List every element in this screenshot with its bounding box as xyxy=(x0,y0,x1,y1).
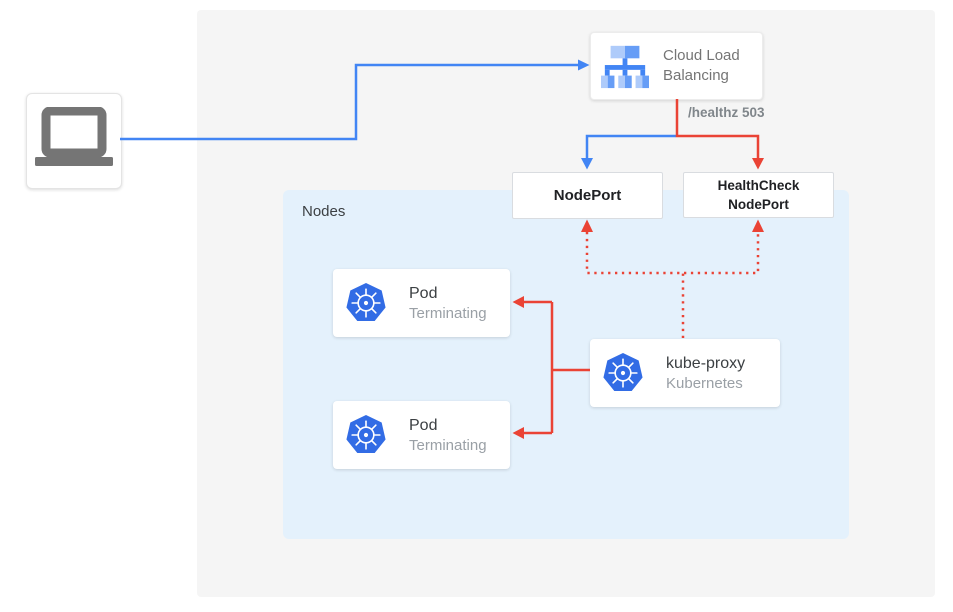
client-node xyxy=(26,93,122,189)
kubernetes-icon xyxy=(345,414,387,456)
pod2-status: Terminating xyxy=(409,436,487,454)
nodes-label: Nodes xyxy=(302,203,346,220)
healthz-status-label: /healthz 503 xyxy=(688,105,765,120)
laptop-icon xyxy=(34,107,114,175)
kube-proxy-node: kube-proxy Kubernetes xyxy=(590,339,780,407)
kube-proxy-subtitle: Kubernetes xyxy=(666,374,743,392)
cloud-load-balancing-label: Cloud Load Balancing xyxy=(663,47,740,84)
pod1-node: Pod Terminating xyxy=(333,269,510,337)
healthcheck-nodeport-node: HealthCheck NodePort xyxy=(683,172,834,218)
cloud-load-balancing-icon xyxy=(601,43,649,89)
kube-proxy-title: kube-proxy xyxy=(666,354,746,372)
pod1-status: Terminating xyxy=(409,304,487,322)
pod2-title: Pod xyxy=(409,416,438,434)
pod1-title: Pod xyxy=(409,284,438,302)
kubernetes-icon xyxy=(345,282,387,324)
cloud-load-balancing-node: Cloud Load Balancing xyxy=(590,32,763,100)
kubernetes-icon xyxy=(602,352,644,394)
pod2-node: Pod Terminating xyxy=(333,401,510,469)
nodeport-node: NodePort xyxy=(512,172,663,219)
